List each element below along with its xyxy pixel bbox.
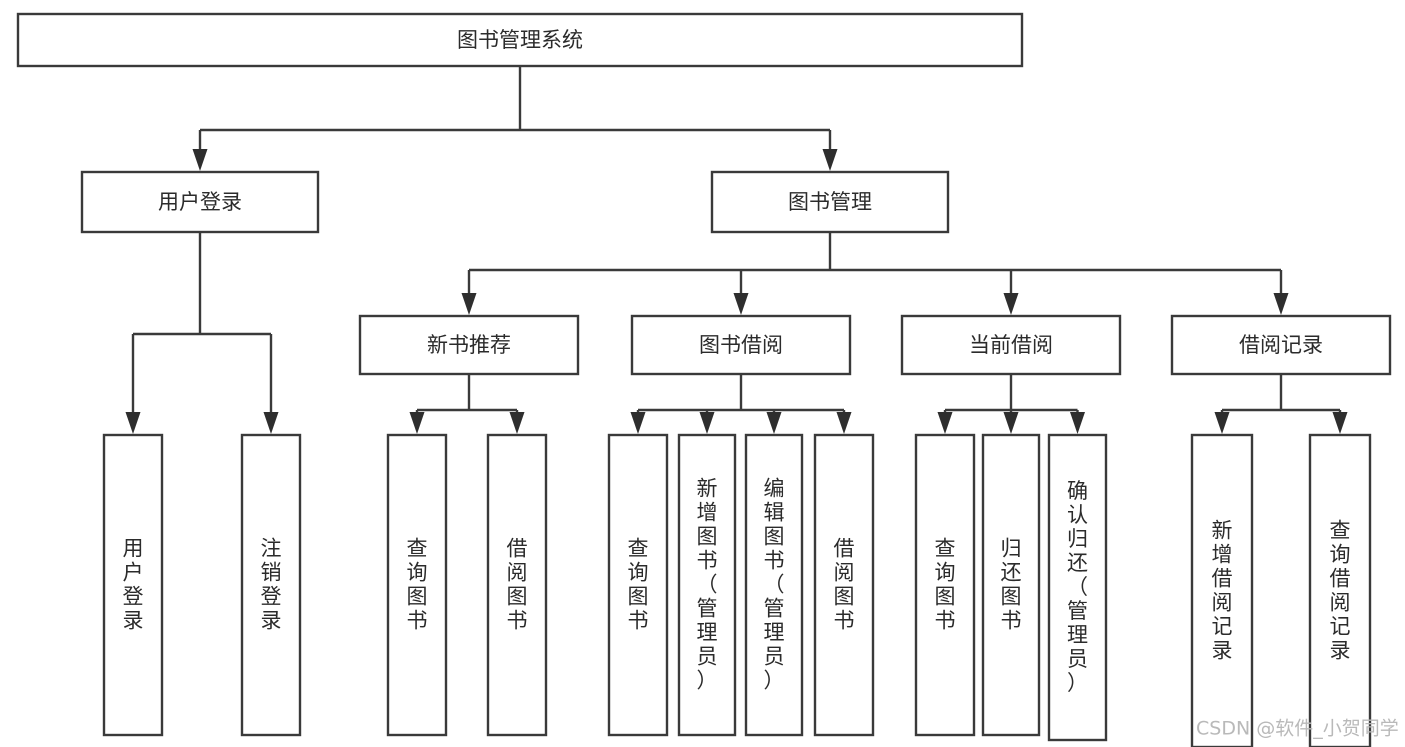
node-label: 查询借阅记录 [1330, 519, 1351, 663]
node-box[interactable] [1170, 314, 1392, 376]
node-layer: 图书管理系统用户登录图书管理新书推荐图书借阅当前借阅借阅记录用户登录注销登录查询… [16, 12, 1392, 747]
node-box[interactable] [813, 433, 875, 737]
connector-group-borrow-record [1214, 374, 1348, 434]
node-label: 用户登录 [158, 190, 242, 214]
arrow-head-icon [836, 412, 852, 434]
node-box[interactable] [710, 170, 950, 234]
arrow-head-icon [937, 412, 953, 434]
node-label: 新增借阅记录 [1212, 519, 1233, 663]
connector-group-root [192, 66, 838, 171]
node-label: 图书借阅 [699, 333, 783, 357]
node-box[interactable] [240, 433, 302, 737]
node-label: 编辑图书（管理员） [764, 477, 785, 693]
arrow-head-icon [733, 293, 749, 315]
node-leaf-edit-book[interactable]: 编辑图书（管理员） [744, 433, 804, 737]
node-leaf-borrow-book-1[interactable]: 借阅图书 [486, 433, 548, 737]
node-label: 当前借阅 [969, 333, 1053, 357]
arrow-head-icon [1003, 293, 1019, 315]
node-label: 新书推荐 [427, 333, 511, 357]
connector-group-book-manage [461, 232, 1289, 315]
connector-group-new-book-rec [409, 374, 525, 434]
arrow-head-icon [699, 412, 715, 434]
node-leaf-add-book[interactable]: 新增图书（管理员） [677, 433, 737, 737]
node-leaf-query-book-1[interactable]: 查询图书 [386, 433, 448, 737]
node-label: 注销登录 [261, 537, 282, 633]
node-leaf-add-record[interactable]: 新增借阅记录 [1190, 433, 1254, 747]
node-label: 图书管理 [788, 190, 872, 214]
node-root[interactable]: 图书管理系统 [16, 12, 1024, 68]
arrow-head-icon [1273, 293, 1289, 315]
node-box[interactable] [1047, 433, 1108, 742]
arrow-head-icon [125, 412, 141, 434]
node-leaf-query-record[interactable]: 查询借阅记录 [1308, 433, 1372, 747]
node-box[interactable] [16, 12, 1024, 68]
node-label: 归还图书 [1001, 537, 1022, 633]
node-box[interactable] [900, 314, 1122, 376]
node-leaf-return-book[interactable]: 归还图书 [981, 433, 1041, 737]
node-box[interactable] [607, 433, 669, 737]
node-box[interactable] [358, 314, 580, 376]
connector-group-user-login [125, 232, 279, 434]
node-label: 借阅图书 [834, 537, 855, 633]
node-label: 图书管理系统 [457, 28, 583, 52]
node-box[interactable] [981, 433, 1041, 737]
arrow-head-icon [263, 412, 279, 434]
node-label: 用户登录 [123, 537, 144, 633]
watermark-layer: CSDN @软件_小贺同学 [1196, 718, 1399, 740]
node-book-manage[interactable]: 图书管理 [710, 170, 950, 234]
connector-group-book-borrow [630, 374, 852, 434]
node-user-login[interactable]: 用户登录 [80, 170, 320, 234]
arrow-head-icon [1332, 412, 1348, 434]
node-box[interactable] [744, 433, 804, 737]
connector-group-current-borrow [937, 374, 1085, 434]
node-new-book-rec[interactable]: 新书推荐 [358, 314, 580, 376]
node-label: 新增图书（管理员） [697, 477, 718, 693]
node-leaf-query-book-3[interactable]: 查询图书 [914, 433, 976, 737]
node-leaf-user-logout[interactable]: 注销登录 [240, 433, 302, 737]
node-box[interactable] [1190, 433, 1254, 747]
node-leaf-confirm-return[interactable]: 确认归还（管理员） [1047, 433, 1108, 742]
node-box[interactable] [914, 433, 976, 737]
node-box[interactable] [80, 170, 320, 234]
node-borrow-record[interactable]: 借阅记录 [1170, 314, 1392, 376]
node-label: 确认归还（管理员） [1067, 479, 1088, 695]
arrow-head-icon [192, 149, 208, 171]
arrow-head-icon [461, 293, 477, 315]
node-box[interactable] [386, 433, 448, 737]
node-label: 借阅记录 [1239, 333, 1323, 357]
arrow-head-icon [630, 412, 646, 434]
node-box[interactable] [102, 433, 164, 737]
arrow-head-icon [822, 149, 838, 171]
arrow-head-icon [1214, 412, 1230, 434]
node-box[interactable] [486, 433, 548, 737]
node-leaf-borrow-book-2[interactable]: 借阅图书 [813, 433, 875, 737]
arrow-head-icon [766, 412, 782, 434]
node-box[interactable] [630, 314, 852, 376]
node-label: 借阅图书 [507, 537, 528, 633]
node-label: 查询图书 [935, 537, 956, 633]
csdn-watermark: CSDN @软件_小贺同学 [1196, 718, 1399, 740]
node-label: 查询图书 [407, 537, 428, 633]
node-label: 查询图书 [628, 537, 649, 633]
node-current-borrow[interactable]: 当前借阅 [900, 314, 1122, 376]
node-box[interactable] [1308, 433, 1372, 747]
connector-layer [125, 66, 1348, 434]
arrow-head-icon [1070, 412, 1085, 434]
node-leaf-user-login[interactable]: 用户登录 [102, 433, 164, 737]
node-leaf-query-book-2[interactable]: 查询图书 [607, 433, 669, 737]
node-book-borrow[interactable]: 图书借阅 [630, 314, 852, 376]
arrow-head-icon [409, 412, 425, 434]
node-box[interactable] [677, 433, 737, 737]
arrow-head-icon [509, 412, 525, 434]
arrow-head-icon [1003, 412, 1019, 434]
